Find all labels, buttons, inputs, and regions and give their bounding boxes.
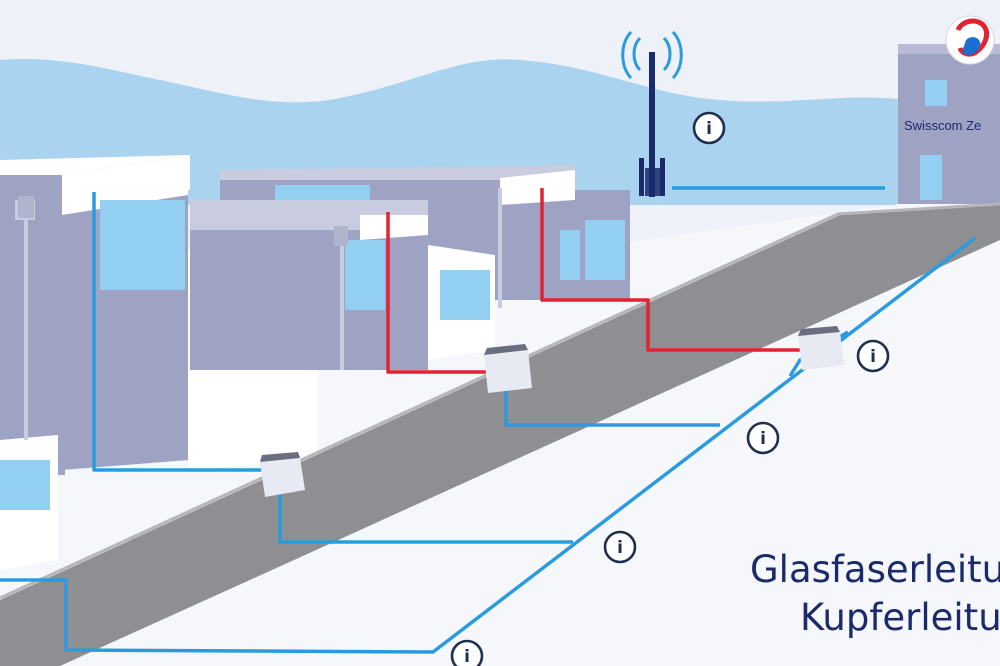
fiber-trunk	[0, 236, 977, 654]
legend-copper-label: Kupferleitu	[800, 596, 1000, 639]
svg-text:i: i	[870, 347, 876, 367]
svg-text:i: i	[617, 538, 623, 558]
distribution-box-right	[798, 326, 844, 370]
street	[0, 205, 1000, 666]
info-icon[interactable]: i	[692, 111, 726, 145]
hills	[0, 59, 905, 205]
info-icon[interactable]: i	[603, 530, 637, 564]
info-icon[interactable]: i	[856, 339, 890, 373]
headquarters-label: Swisscom Ze	[904, 118, 981, 133]
info-icon[interactable]: i	[450, 639, 484, 666]
distribution-box-middle	[484, 344, 532, 393]
copper-line-house-3	[540, 188, 800, 352]
info-icon[interactable]: i	[746, 421, 780, 455]
house-3	[500, 170, 630, 300]
svg-text:i: i	[760, 429, 766, 449]
copper-line-house-2	[386, 212, 488, 374]
fiber-branch-lower	[278, 490, 573, 544]
swisscom-logo-icon	[945, 15, 995, 65]
svg-text:i: i	[706, 119, 712, 139]
house-0	[0, 435, 58, 570]
distribution-box-left	[260, 452, 305, 497]
legend-fiber-label: Glasfaserleitu	[750, 548, 1000, 591]
headquarters-building: Swisscom Ze	[898, 44, 1000, 204]
antenna-tower	[621, 30, 683, 197]
svg-text:i: i	[464, 647, 470, 666]
lampposts	[18, 188, 502, 440]
copper-lines	[386, 188, 800, 374]
fiber-line-house-1	[92, 192, 265, 472]
fiber-branch-middle	[504, 390, 720, 427]
